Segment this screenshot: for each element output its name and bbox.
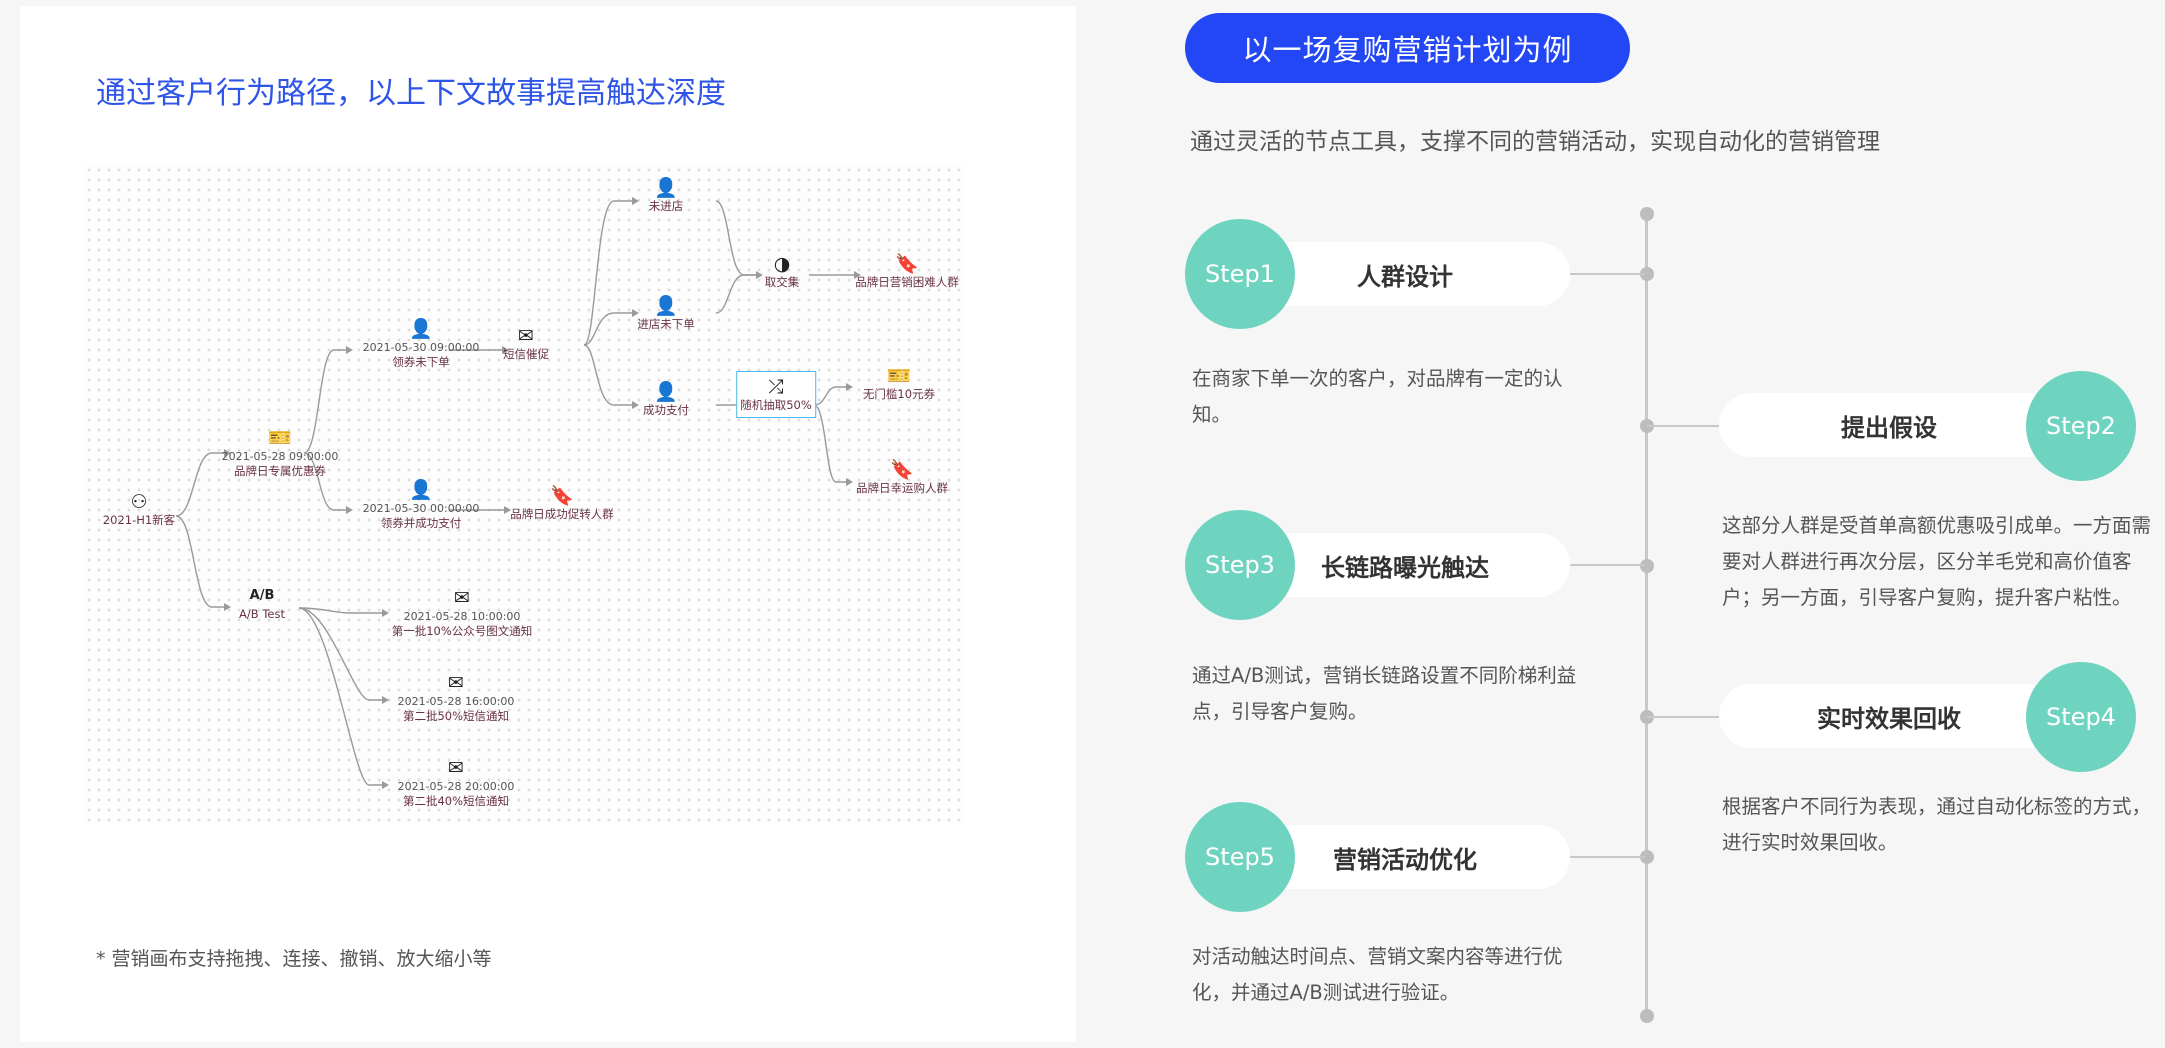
node-label: 2021-H1新客: [102, 513, 176, 527]
node-label: 未进店: [648, 199, 684, 213]
node-label: 品牌日营销困难人群: [855, 275, 959, 289]
node-label: 第二批40%短信通知: [402, 794, 510, 808]
canvas-feature-note: * 营销画布支持拖拽、连接、撤销、放大缩小等: [96, 948, 492, 970]
node-time: 2021-05-28 16:00:00: [397, 695, 515, 708]
step3-connector: [1570, 564, 1645, 566]
bookmark-icon: 🔖: [895, 253, 919, 275]
node-time: 2021-05-28 09:00:00: [221, 450, 339, 463]
node-random-sample[interactable]: ⤮ 随机抽取50%: [736, 371, 816, 418]
user-filter-icon: 👤: [654, 177, 678, 199]
left-panel-title: 通过客户行为路径，以上下文故事提高触达深度: [96, 76, 726, 111]
node-claimed-and-paid[interactable]: 👤 2021-05-30 00:00:00 领券并成功支付: [363, 479, 480, 531]
step4-badge: Step4: [2026, 662, 2136, 772]
node-label: 品牌日成功促转人群: [510, 507, 614, 521]
timeline-dot-top: [1640, 207, 1654, 221]
user-filter-icon: 👤: [409, 318, 433, 340]
step4-title: 实时效果回收: [1719, 684, 2059, 748]
step3-description: 通过A/B测试，营销长链路设置不同阶梯利益点，引导客户复购。: [1192, 664, 1577, 723]
step2-title: 提出假设: [1719, 393, 2059, 457]
node-lucky-group[interactable]: 🔖 品牌日幸运购人群: [856, 459, 948, 496]
step5-badge: Step5: [1185, 802, 1295, 912]
user-filter-icon: 👤: [654, 381, 678, 403]
node-label: 成功支付: [643, 403, 689, 417]
user-group-icon: ⚇: [130, 491, 148, 513]
section-title-pill: 以一场复购营销计划为例: [1185, 13, 1630, 83]
ticket-icon: 🎫: [887, 365, 911, 387]
step4-description: 根据客户不同行为表现，通过自动化标签的方式，进行实时效果回收。: [1722, 795, 2152, 854]
step1-badge: Step1: [1185, 219, 1295, 329]
marketing-canvas[interactable]: ⚇ 2021-H1新客 🎫 2021-05-28 09:00:00 品牌日专属优…: [84, 165, 964, 825]
step3-badge: Step3: [1185, 510, 1295, 620]
section-subtitle: 通过灵活的节点工具，支撑不同的营销活动，实现自动化的营销管理: [1190, 129, 1880, 155]
step1-description: 在商家下单一次的客户，对品牌有一定的认知。: [1192, 367, 1563, 426]
node-hard-to-market-group[interactable]: 🔖 品牌日营销困难人群: [855, 253, 959, 290]
node-label: 品牌日幸运购人群: [856, 481, 948, 495]
envelope-icon: ✉: [454, 587, 470, 609]
step1-connector: [1570, 273, 1645, 275]
node-no-threshold-coupon[interactable]: 🎫 无门槛10元券: [863, 365, 935, 402]
timeline-line: [1645, 213, 1648, 1016]
node-label: 领券并成功支付: [380, 516, 462, 530]
node-label: 随机抽取50%: [740, 398, 812, 412]
step4-connector: [1647, 716, 1719, 718]
step5-connector: [1570, 856, 1645, 858]
node-batch-1[interactable]: ✉ 2021-05-28 10:00:00 第一批10%公众号图文通知: [392, 587, 533, 639]
node-label: 无门槛10元券: [862, 387, 936, 401]
node-ab-test[interactable]: A/B A/B Test: [239, 585, 285, 622]
node-label: A/B Test: [239, 607, 285, 621]
node-time: 2021-05-30 09:00:00: [362, 341, 480, 354]
node-time: 2021-05-28 20:00:00: [397, 780, 515, 793]
node-not-visited-store[interactable]: 👤 未进店: [649, 177, 684, 214]
node-sms-reminder[interactable]: ✉ 短信催促: [503, 325, 549, 362]
step5-description: 对活动触达时间点、营销文案内容等进行优化，并通过A/B测试进行验证。: [1192, 945, 1563, 1004]
node-label: 取交集: [764, 275, 800, 289]
node-label: 品牌日专属优惠券: [233, 464, 326, 478]
node-h1-new-customers[interactable]: ⚇ 2021-H1新客: [103, 491, 175, 528]
timeline-dot: [1640, 267, 1654, 281]
node-label: 短信催促: [503, 347, 549, 361]
node-label: 第一批10%公众号图文通知: [391, 624, 533, 638]
node-converted-group[interactable]: 🔖 品牌日成功促转人群: [510, 485, 614, 522]
timeline-dot: [1640, 559, 1654, 573]
node-time: 2021-05-28 10:00:00: [403, 610, 521, 623]
node-intersect[interactable]: ◑ 取交集: [765, 253, 800, 290]
envelope-icon: ✉: [518, 325, 534, 347]
timeline-dot: [1640, 850, 1654, 864]
user-filter-icon: 👤: [654, 295, 678, 317]
envelope-icon: ✉: [448, 672, 464, 694]
node-time: 2021-05-30 00:00:00: [362, 502, 480, 515]
timeline-dot-bottom: [1640, 1009, 1654, 1023]
node-label: 第二批50%短信通知: [402, 709, 510, 723]
shuffle-icon: ⤮: [768, 376, 784, 398]
intersect-icon: ◑: [773, 253, 791, 275]
node-visited-not-ordered[interactable]: 👤 进店未下单: [637, 295, 695, 332]
node-claimed-not-ordered[interactable]: 👤 2021-05-30 09:00:00 领券未下单: [363, 318, 480, 370]
bookmark-icon: 🔖: [890, 459, 914, 481]
step2-description: 这部分人群是受首单高额优惠吸引成单。一方面需要对人群进行再次分层，区分羊毛党和高…: [1722, 514, 2152, 609]
node-label: 领券未下单: [392, 355, 450, 369]
step2-connector: [1647, 425, 1719, 427]
ticket-icon: 🎫: [268, 427, 292, 449]
bookmark-icon: 🔖: [550, 485, 574, 507]
step2-badge: Step2: [2026, 371, 2136, 481]
node-batch-2[interactable]: ✉ 2021-05-28 16:00:00 第二批50%短信通知: [398, 672, 515, 724]
node-batch-3[interactable]: ✉ 2021-05-28 20:00:00 第二批40%短信通知: [398, 757, 515, 809]
ab-test-icon: A/B: [249, 588, 275, 603]
node-paid-successfully[interactable]: 👤 成功支付: [643, 381, 689, 418]
user-filter-icon: 👤: [409, 479, 433, 501]
node-label: 进店未下单: [637, 317, 695, 331]
flow-connectors: [175, 197, 861, 789]
step5-title: 营销活动优化: [1240, 825, 1570, 889]
node-brand-coupon[interactable]: 🎫 2021-05-28 09:00:00 品牌日专属优惠券: [222, 427, 339, 479]
envelope-icon: ✉: [448, 757, 464, 779]
step3-title: 长链路曝光触达: [1240, 533, 1570, 597]
step1-title: 人群设计: [1240, 242, 1570, 306]
